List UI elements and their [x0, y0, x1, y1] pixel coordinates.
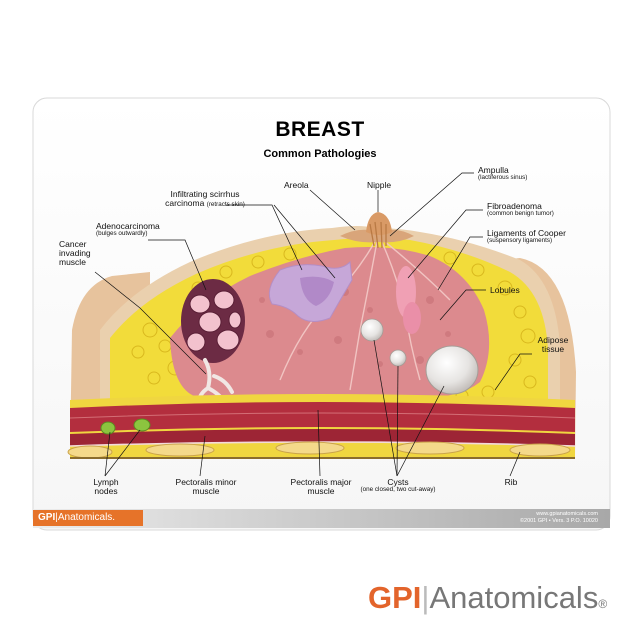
diagram-title: BREAST: [0, 118, 640, 142]
card-logo: GPI|Anatomicals.: [33, 510, 143, 526]
label-cancer-invading-muscle: Cancer invading muscle: [59, 240, 107, 267]
label-adenocarcinoma: Adenocarcinoma(bulges outwardly): [96, 222, 160, 238]
cyst-medium: [361, 319, 383, 341]
label-fibroadenoma: Fibroadenoma(common benign tumor): [487, 202, 554, 218]
label-lymph-nodes: Lymph nodes: [86, 478, 126, 496]
lymph-node-2: [134, 419, 150, 431]
diagram-subtitle: Common Pathologies: [0, 148, 640, 160]
lymph-node-1: [101, 422, 115, 434]
cyst-large: [426, 346, 478, 394]
label-adipose-tissue: Adipose tissue: [532, 336, 574, 354]
label-pectoralis-major: Pectoralis major muscle: [280, 478, 362, 496]
card-url: www.gpianatomicals.com ©2001 GPI • Vers.…: [470, 511, 598, 524]
label-pectoralis-minor: Pectoralis minor muscle: [175, 478, 237, 496]
label-infiltrating-carcinoma: Infiltrating scirrhus carcinoma (retract…: [125, 190, 285, 209]
label-lobules: Lobules: [490, 286, 520, 295]
label-ampulla: Ampulla(lactiferous sinus): [478, 166, 527, 182]
label-rib: Rib: [500, 478, 522, 487]
label-areola: Areola: [284, 181, 309, 190]
label-cysts: Cysts(one closed, two cut-away): [352, 478, 444, 494]
label-nipple: Nipple: [367, 181, 391, 190]
cyst-small: [390, 350, 406, 366]
label-ligaments-of-cooper: Ligaments of Cooper(suspensory ligaments…: [487, 229, 566, 245]
brand-wordmark: GPI|Anatomicals®: [368, 580, 607, 616]
fibroadenoma-lower: [403, 302, 421, 334]
